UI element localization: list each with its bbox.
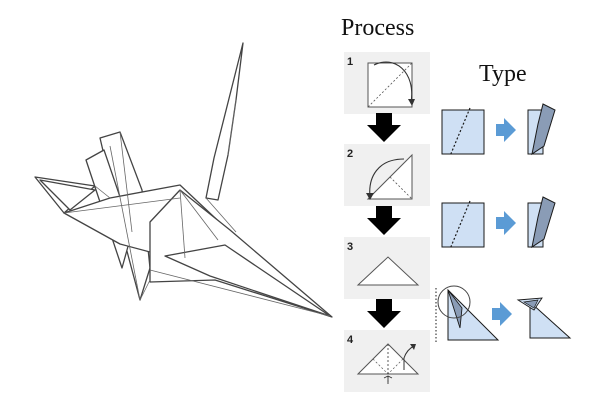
down-arrow-icon bbox=[367, 113, 401, 142]
type-3-diagram bbox=[435, 285, 572, 342]
process-header: Process bbox=[341, 15, 415, 41]
type-2-square bbox=[441, 202, 485, 248]
right-arrow-icon bbox=[496, 211, 516, 235]
step-1-diagram bbox=[367, 61, 415, 108]
step-3-diagram bbox=[356, 256, 420, 286]
right-arrow-icon bbox=[496, 118, 516, 142]
step-1-panel: 1 bbox=[344, 52, 430, 114]
crane-neck bbox=[205, 42, 244, 201]
right-arrow-icon bbox=[492, 302, 512, 326]
step-4-number: 4 bbox=[347, 334, 354, 346]
type-header: Type bbox=[479, 61, 527, 87]
step-1-fold-arrow-icon bbox=[373, 61, 413, 104]
step-3-number: 3 bbox=[347, 241, 354, 253]
step-1-number: 1 bbox=[347, 56, 354, 68]
type-3-folded bbox=[529, 300, 572, 339]
step-2-fold-arrow-icon bbox=[369, 158, 405, 198]
down-arrow-icon bbox=[367, 206, 401, 235]
step-4-panel: 4 bbox=[344, 330, 430, 392]
crane-tail-inner bbox=[39, 179, 96, 211]
type-1-square bbox=[441, 109, 485, 155]
step-3-panel: 3 bbox=[344, 237, 430, 299]
down-arrow-icon bbox=[367, 299, 401, 328]
step-4-diagram bbox=[356, 343, 420, 384]
origami-crane-illustration bbox=[34, 42, 333, 318]
type-1-diagram bbox=[441, 103, 556, 157]
step-2-number: 2 bbox=[347, 148, 354, 160]
step-2-panel: 2 bbox=[344, 144, 430, 206]
type-3-highlight-circle bbox=[437, 285, 471, 319]
step-2-diagram bbox=[366, 153, 413, 200]
type-2-diagram bbox=[441, 196, 556, 250]
